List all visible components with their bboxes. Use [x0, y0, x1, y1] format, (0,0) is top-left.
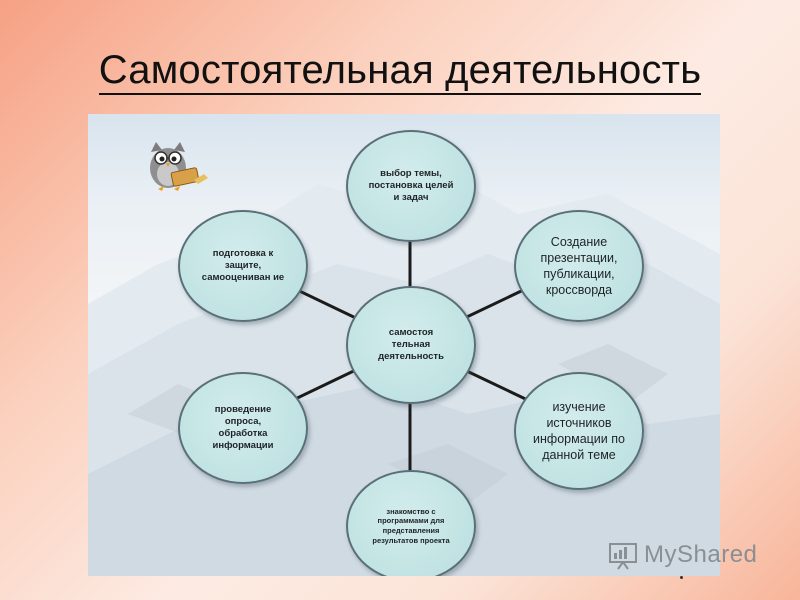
presentation-board-icon [608, 540, 638, 570]
slide-title-text: Самостоятельная деятельность [99, 48, 702, 95]
decorative-dot [680, 576, 683, 579]
slide-title: Самостоятельная деятельность [0, 48, 800, 93]
node-lower-right-label: изучение источников информации по данной… [533, 399, 625, 463]
node-bottom: знакомство с программами для представлен… [346, 470, 476, 576]
node-upper-right-label: Создание презентации, публикации, кроссв… [529, 234, 629, 298]
node-center-label: самостоя тельная деятельность [375, 327, 447, 363]
node-lower-left-label: проведение опроса, обработка информации [200, 404, 286, 453]
node-upper-left: подготовка к защите, самооцениван ие [178, 210, 308, 322]
node-lower-right: изучение источников информации по данной… [514, 372, 644, 490]
watermark: MyShared [608, 540, 757, 570]
node-upper-left-label: подготовка к защите, самооцениван ие [200, 248, 286, 284]
diagram-panel: выбор темы, постановка целей и задач Соз… [88, 114, 720, 576]
watermark-text: MyShared [644, 541, 757, 569]
node-lower-left: проведение опроса, обработка информации [178, 372, 308, 484]
node-top: выбор темы, постановка целей и задач [346, 130, 476, 242]
node-top-label: выбор темы, постановка целей и задач [367, 168, 455, 204]
node-upper-right: Создание презентации, публикации, кроссв… [514, 210, 644, 322]
node-bottom-label: знакомство с программами для представлен… [369, 507, 453, 545]
node-center: самостоя тельная деятельность [346, 286, 476, 404]
